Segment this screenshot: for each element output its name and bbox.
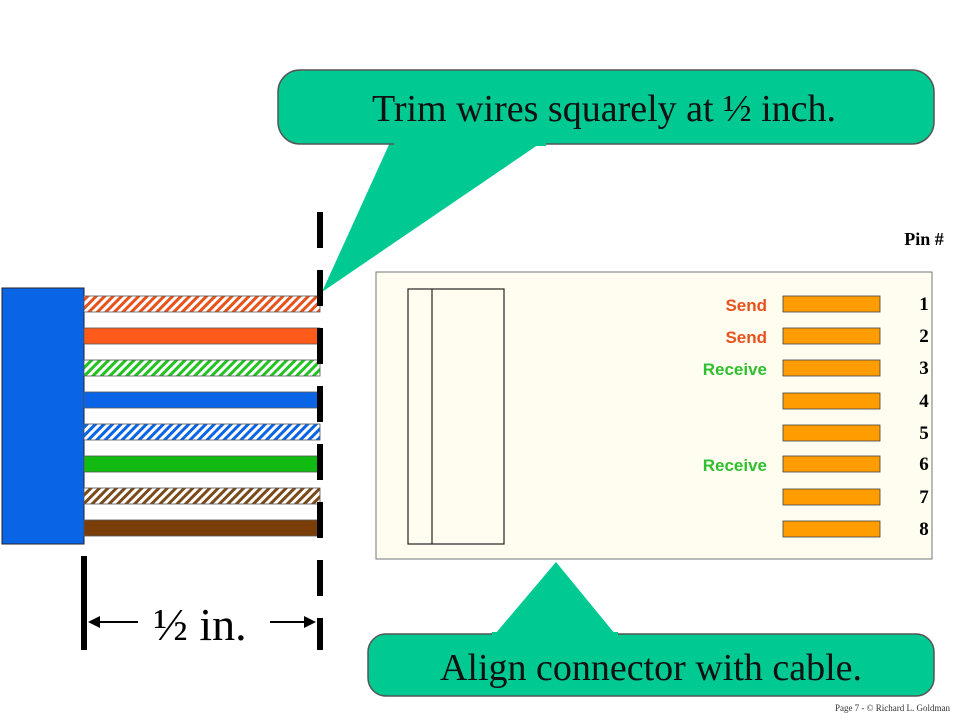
wire-1 bbox=[83, 295, 321, 313]
pin-contact-7 bbox=[782, 488, 881, 506]
wire-2 bbox=[83, 327, 321, 345]
callout-bottom-joint bbox=[492, 632, 618, 642]
callout-top-joint bbox=[394, 130, 546, 146]
pin-contact-1 bbox=[782, 295, 881, 313]
callout-top: Trim wires squarely at ½ inch. bbox=[277, 69, 935, 292]
callout-bottom-box bbox=[367, 633, 935, 697]
callout-bottom-pointer bbox=[490, 562, 620, 640]
pin-contact-8 bbox=[782, 520, 881, 538]
pin-contact-4 bbox=[782, 392, 881, 410]
pin-contact-6 bbox=[782, 455, 881, 473]
cable-jacket bbox=[1, 287, 85, 545]
pin-contact-3 bbox=[782, 359, 881, 377]
pin-number-6: 6 bbox=[919, 454, 929, 475]
pin-number-5: 5 bbox=[919, 423, 929, 444]
rj45-connector bbox=[375, 271, 933, 560]
pin-number-3: 3 bbox=[919, 358, 929, 379]
pin-label-2: Send bbox=[725, 328, 767, 347]
measurement: ½ in. bbox=[81, 556, 316, 650]
pin-number-4: 4 bbox=[919, 391, 929, 412]
pin-number-1: 1 bbox=[919, 294, 929, 315]
callout-top-text: Trim wires squarely at ½ inch. bbox=[372, 88, 836, 130]
callout-bottom-text: Align connector with cable. bbox=[440, 647, 862, 689]
pin-label-1: Send bbox=[725, 296, 767, 315]
pin-label-3: Receive bbox=[703, 360, 767, 379]
pin-contact-2 bbox=[782, 327, 881, 345]
measurement-label: ½ in. bbox=[153, 599, 246, 650]
pin-header: Pin # bbox=[904, 229, 944, 249]
pin-number-2: 2 bbox=[919, 326, 929, 347]
wire-5 bbox=[83, 423, 321, 441]
wire-bundle bbox=[83, 295, 321, 537]
wire-3 bbox=[83, 359, 321, 377]
connector-latch bbox=[407, 288, 505, 545]
wire-6 bbox=[83, 455, 321, 473]
wire-8 bbox=[83, 519, 321, 537]
pin-label-6: Receive bbox=[703, 456, 767, 475]
pin-number-7: 7 bbox=[919, 487, 929, 508]
arrow-left-icon bbox=[88, 616, 100, 628]
pin-numbers: 1 2 3 4 5 6 7 8 bbox=[919, 294, 929, 540]
connector-body bbox=[375, 271, 933, 560]
pin-contact-5 bbox=[782, 424, 881, 442]
footer-credit: Page 7 - © Richard L. Goldman bbox=[835, 703, 951, 713]
wire-7 bbox=[83, 487, 321, 505]
pin-contacts bbox=[782, 295, 881, 538]
callout-top-box bbox=[277, 69, 935, 145]
callout-bottom: Align connector with cable. bbox=[367, 562, 935, 697]
arrow-right-icon bbox=[304, 616, 316, 628]
wire-4 bbox=[83, 391, 321, 409]
pin-number-8: 8 bbox=[919, 519, 929, 540]
callout-top-pointer bbox=[322, 138, 548, 292]
